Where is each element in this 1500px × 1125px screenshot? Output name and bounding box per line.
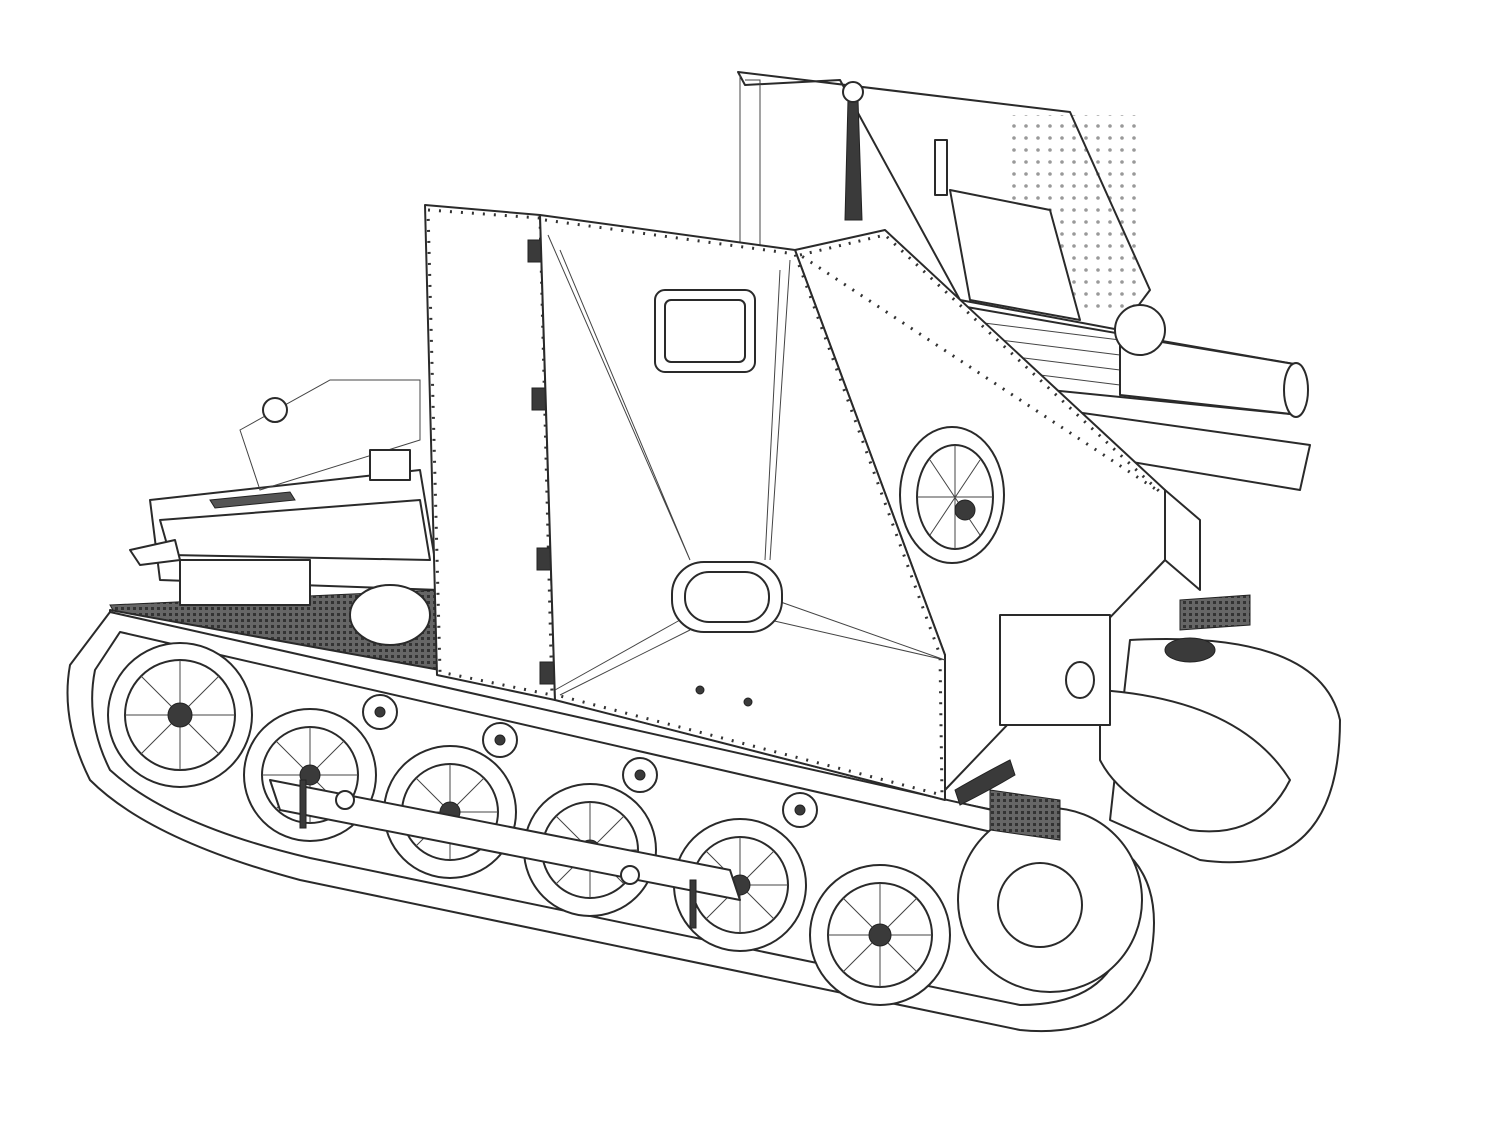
- superstructure-front-plate: [539, 214, 946, 801]
- suspension-beam: [269, 779, 741, 929]
- road-wheels: [107, 642, 1143, 1006]
- far-track: [1099, 638, 1341, 864]
- superstructure-left-plate: [424, 204, 556, 701]
- road-wheel: [809, 864, 951, 1006]
- gun-shield-rear: [737, 71, 1151, 331]
- drive-sprocket: [107, 642, 253, 788]
- rear-deck: [129, 379, 441, 591]
- vision-port: [654, 289, 756, 373]
- rear-fittings: [954, 594, 1251, 841]
- return-rollers: [362, 694, 818, 828]
- lower-hatch: [671, 561, 783, 633]
- elevation-handwheel: [899, 426, 1005, 564]
- road-wheel: [673, 818, 807, 952]
- idler-wheel: [957, 807, 1143, 993]
